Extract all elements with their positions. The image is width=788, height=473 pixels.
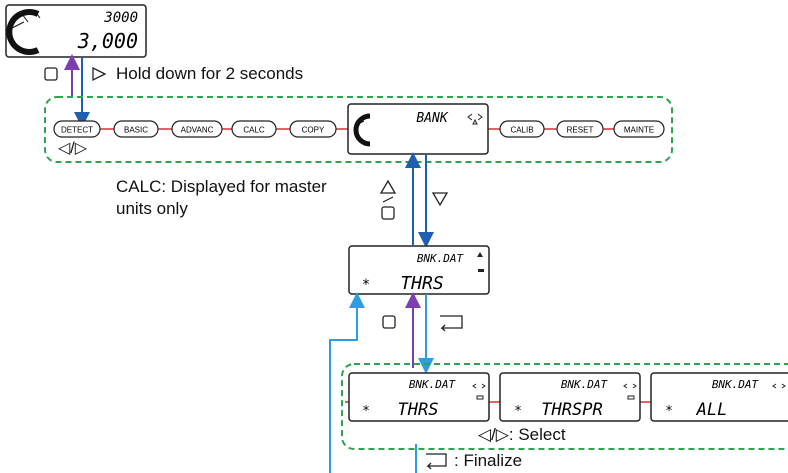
- option-nav-icon: [623, 383, 637, 400]
- calc-note-line2: units only: [116, 199, 188, 218]
- gauge-arc-icon: [353, 113, 371, 147]
- slash-key-separator: [382, 196, 394, 203]
- menu-item-calc[interactable]: CALC: [231, 120, 277, 138]
- menu-row-group: [44, 96, 673, 163]
- bank-data-lcd-display[interactable]: BNK.DAT * THRS: [348, 245, 490, 295]
- finalize-text: : Finalize: [454, 451, 523, 470]
- option-all-value: ALL: [696, 400, 728, 420]
- menu-item-calib-label: CALIB: [510, 126, 533, 135]
- options-group: [341, 363, 788, 450]
- top-display-value-top: 3000: [103, 10, 138, 26]
- option-thrs-title: BNK.DAT: [409, 378, 457, 391]
- menu-item-mainte[interactable]: MAINTE: [613, 120, 665, 138]
- up-triangle-key-icon: [379, 179, 397, 194]
- top-lcd-display: 3000 3,000: [5, 4, 147, 58]
- option-all-star: *: [665, 404, 673, 419]
- option-thrspr-value: THRSPR: [541, 400, 602, 420]
- option-thrs[interactable]: BNK.DAT * THRS: [348, 372, 490, 422]
- menu-item-detect[interactable]: DETECT: [53, 120, 101, 138]
- option-thrs-value: THRS: [398, 400, 439, 420]
- return-arrow-light: [329, 292, 365, 473]
- bank-display-label: BANK: [416, 111, 448, 126]
- menu-item-copy-label: COPY: [302, 126, 325, 135]
- menu-item-copy[interactable]: COPY: [289, 120, 337, 138]
- option-thrspr-star: *: [514, 404, 522, 419]
- menu-nav-keys-text: ◁/▷: [58, 140, 88, 157]
- select-text: ◁/▷: Select: [478, 425, 566, 444]
- down-triangle-key-icon: [431, 192, 449, 207]
- enter-key-icon: [426, 453, 447, 470]
- square-key-icon: [381, 206, 395, 220]
- bank-data-star: *: [362, 277, 370, 293]
- option-thrs-star: *: [362, 404, 370, 419]
- option-nav-icon: [472, 383, 486, 400]
- option-thrspr[interactable]: BNK.DAT * THRSPR: [499, 372, 641, 422]
- menu-item-advanc[interactable]: ADVANC: [171, 120, 223, 138]
- right-triangle-key-icon: [92, 66, 107, 82]
- menu-item-advanc-label: ADVANC: [181, 126, 214, 135]
- menu-item-calc-label: CALC: [243, 126, 265, 135]
- menu-item-detect-label: DETECT: [61, 126, 93, 135]
- calc-note-line1: CALC: Displayed for master: [116, 177, 327, 196]
- hold-instruction-text: Hold down for 2 seconds: [116, 64, 304, 83]
- menu-item-mainte-label: MAINTE: [624, 126, 654, 135]
- bank-data-value: THRS: [400, 273, 444, 294]
- menu-item-reset[interactable]: RESET: [556, 120, 604, 138]
- option-nav-icon: [772, 383, 786, 389]
- top-display-value-bottom: 3,000: [77, 29, 138, 53]
- menu-item-basic-label: BASIC: [124, 126, 148, 135]
- scroll-indicator-icon: [477, 252, 484, 272]
- menu-item-calib[interactable]: CALIB: [499, 120, 545, 138]
- option-all[interactable]: BNK.DAT * ALL: [650, 372, 788, 422]
- square-key-icon: [382, 315, 396, 329]
- enter-key-icon: [440, 315, 463, 332]
- square-key-icon: [44, 67, 58, 81]
- gauge-arc-icon: [6, 9, 41, 55]
- menu-item-basic[interactable]: BASIC: [113, 120, 159, 138]
- option-thrspr-title: BNK.DAT: [561, 378, 609, 391]
- bank-lcd-display[interactable]: BANK: [347, 103, 489, 155]
- bank-nav-icon: [467, 113, 483, 125]
- option-all-title: BNK.DAT: [712, 378, 760, 391]
- bank-data-title: BNK.DAT: [417, 252, 465, 265]
- menu-item-reset-label: RESET: [567, 126, 594, 135]
